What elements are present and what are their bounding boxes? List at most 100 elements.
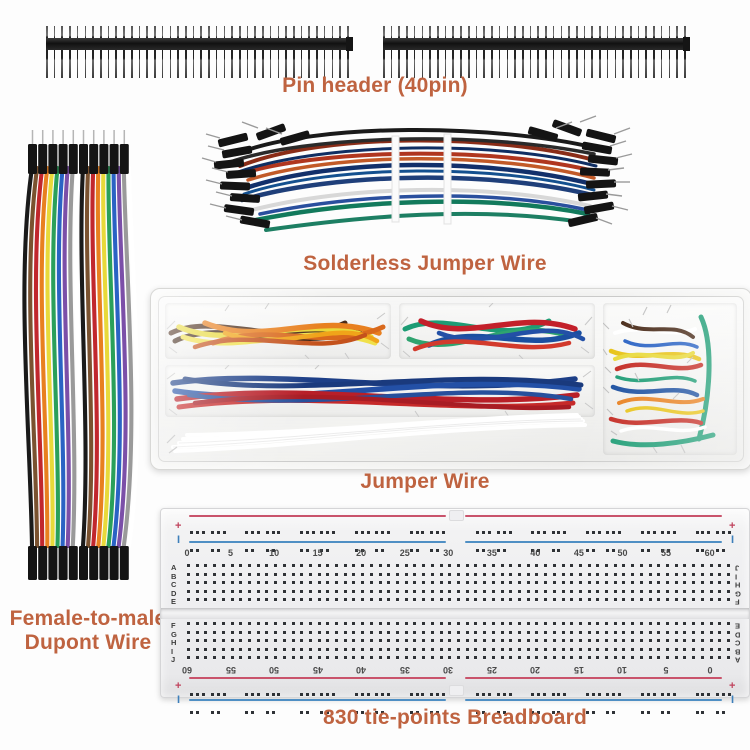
breadboard-tie-point — [657, 564, 661, 567]
breadboard-tie-point — [692, 564, 696, 567]
breadboard-tie-point — [221, 622, 225, 625]
breadboard-tie-point — [683, 564, 687, 567]
breadboard-tie-point — [274, 647, 278, 651]
power-rail-hole — [415, 549, 419, 552]
compartment-bottom-white — [165, 413, 595, 455]
power-rail-hole — [727, 531, 731, 534]
breadboard-tie-point — [648, 630, 652, 634]
breadboard-tie-point — [300, 647, 304, 651]
breadboard-tie-point — [718, 572, 722, 576]
breadboard-tie-point — [605, 572, 609, 576]
header-pin — [560, 26, 563, 78]
top-rail-plus-right: + — [729, 520, 736, 532]
power-rail-hole — [557, 693, 561, 696]
power-rail-hole-group — [189, 521, 230, 557]
breadboard-tie-point — [317, 572, 321, 576]
power-rail-hole — [271, 693, 275, 696]
breadboard-tie-point — [439, 656, 443, 660]
breadboard-tie-point — [430, 564, 434, 567]
breadboard-tie-point — [439, 622, 443, 625]
breadboard-tie-point — [474, 581, 478, 585]
breadboard-tie-point — [230, 598, 234, 602]
power-rail-hole — [695, 549, 699, 552]
breadboard-tie-point — [596, 639, 600, 643]
breadboard-tie-point — [413, 630, 417, 634]
header-pin — [347, 26, 349, 78]
header-pin — [238, 26, 241, 78]
power-rail-hole — [326, 693, 330, 696]
breadboard-tie-point — [361, 647, 365, 651]
breadboard-tie-point — [396, 589, 400, 593]
breadboard-tie-point — [683, 639, 687, 643]
breadboard-tie-point — [692, 639, 696, 643]
breadboard-tie-point — [422, 656, 426, 660]
power-rail-hole — [430, 693, 434, 696]
breadboard-tie-point — [517, 630, 521, 634]
breadboard-tie-point — [265, 572, 269, 576]
breadboard-tie-point — [491, 639, 495, 643]
breadboard-tie-point — [274, 656, 278, 660]
breadboard-tie-point — [605, 598, 609, 602]
power-rail-hole — [551, 531, 555, 534]
breadboard-column-number: 30 — [443, 548, 454, 558]
power-rail-hole — [695, 531, 699, 534]
breadboard-tie-point — [247, 656, 251, 660]
breadboard-tie-point — [683, 598, 687, 602]
breadboard-tie-point — [335, 622, 339, 625]
breadboard-tie-point — [369, 656, 373, 660]
breadboard-tie-point — [727, 598, 730, 602]
breadboard-tie-point — [613, 647, 617, 651]
power-rail-hole — [265, 531, 269, 534]
breadboard-tie-point — [666, 656, 670, 660]
breadboard-tie-point — [187, 656, 190, 660]
power-rail-hole — [612, 711, 616, 714]
breadboard-tie-point — [195, 598, 199, 602]
header-pin — [154, 26, 156, 78]
breadboard-tie-point — [526, 647, 530, 651]
power-rail-hole — [245, 531, 249, 534]
breadboard-tie-point — [213, 564, 217, 567]
breadboard-tie-point — [422, 564, 426, 567]
power-rail-hole — [531, 531, 535, 534]
breadboard-tie-point — [387, 589, 391, 593]
breadboard-tie-point — [282, 589, 286, 593]
power-rail-hole — [586, 693, 590, 696]
breadboard-tie-point — [239, 564, 243, 567]
power-rail-hole — [415, 693, 419, 696]
breadboard-tie-point — [343, 581, 347, 585]
breadboard-tie-point — [605, 564, 609, 567]
breadboard-tie-point — [352, 598, 356, 602]
power-rail-hole — [435, 711, 439, 714]
power-rail-hole — [251, 693, 255, 696]
breadboard-tie-point — [396, 581, 400, 585]
power-rail-hole — [196, 531, 200, 534]
breadboard-tie-point — [335, 589, 339, 593]
power-rail-hole — [482, 693, 486, 696]
breadboard-tie-point — [648, 639, 652, 643]
breadboard-tie-point — [718, 581, 722, 585]
breadboard-tie-point — [239, 598, 243, 602]
breadboard-tie-point — [561, 647, 565, 651]
breadboard-tie-point — [709, 564, 713, 567]
breadboard-tie-point — [413, 647, 417, 651]
breadboard-tie-point — [239, 589, 243, 593]
power-rail-hole — [661, 549, 665, 552]
breadboard-tie-point — [343, 639, 347, 643]
power-rail-hole — [482, 531, 486, 534]
breadboard-tie-point — [517, 564, 521, 567]
dupont-female-housing — [79, 546, 88, 580]
power-rail-hole — [661, 693, 665, 696]
breadboard-column-number: 10 — [269, 548, 280, 558]
breadboard-tie-point — [282, 639, 286, 643]
breadboard-tie-point — [535, 630, 539, 634]
header-pin — [331, 26, 334, 78]
breadboard-tie-point — [491, 564, 495, 567]
breadboard-tie-point — [291, 656, 295, 660]
header-pin — [161, 26, 164, 78]
breadboard-tie-point — [526, 581, 530, 585]
header-pin — [514, 26, 516, 78]
breadboard-tie-point — [709, 656, 713, 660]
power-rail-hole — [672, 693, 676, 696]
power-rail-hole-group — [585, 683, 626, 719]
breadboard-tie-point — [570, 622, 574, 625]
